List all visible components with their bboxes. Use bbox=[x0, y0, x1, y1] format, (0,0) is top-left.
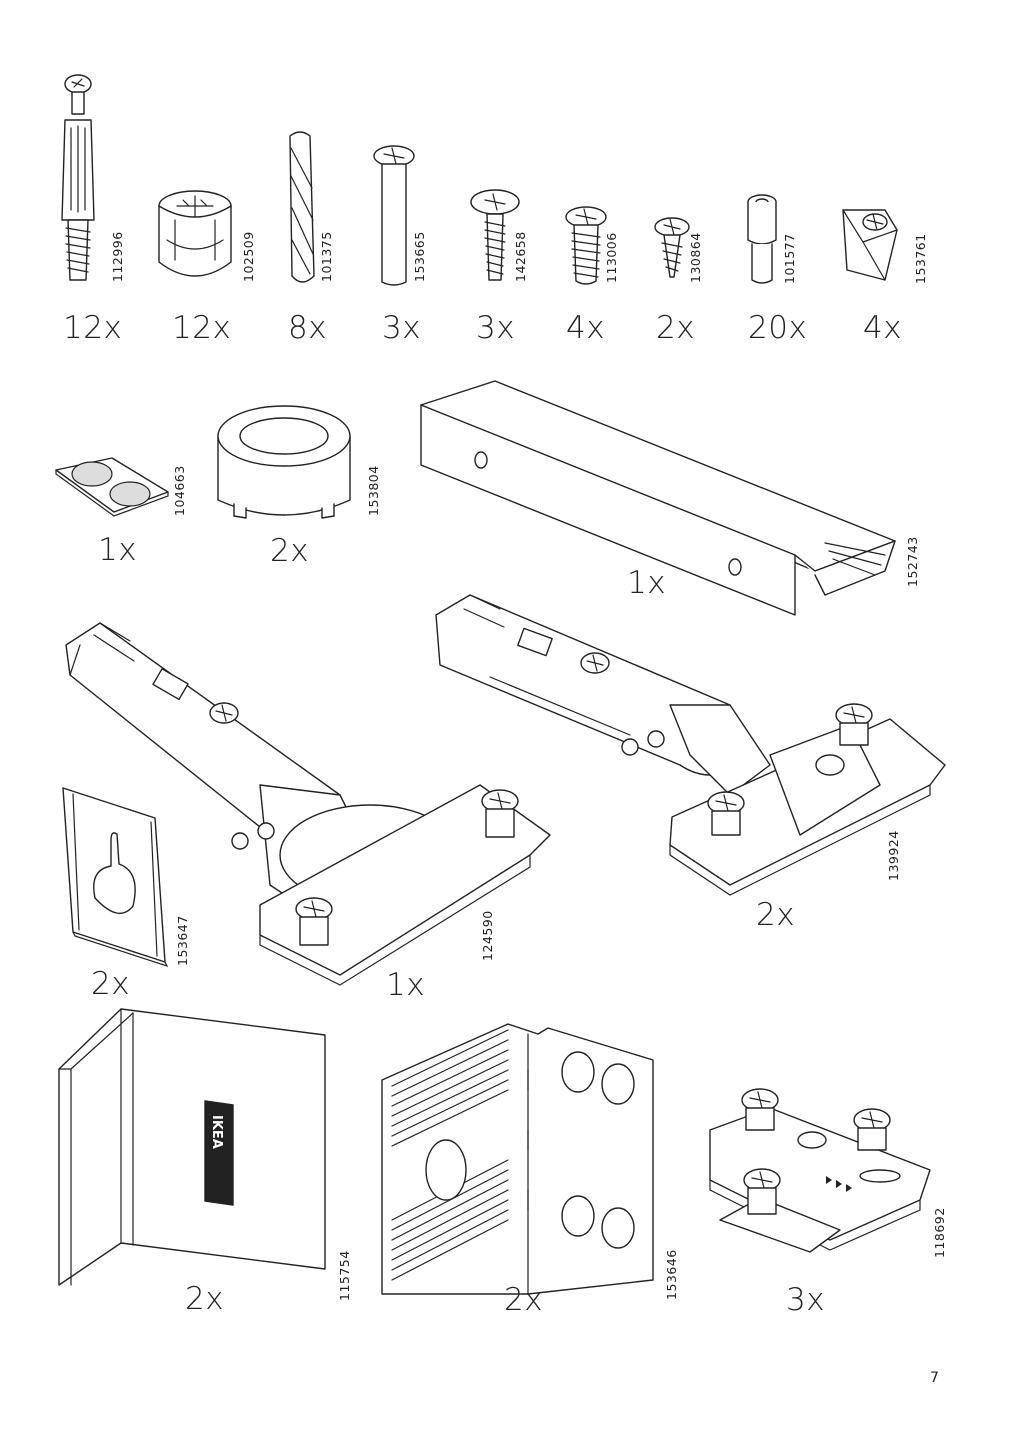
part-quantity: 2x bbox=[504, 1282, 544, 1318]
cam-lock-icon bbox=[158, 190, 232, 277]
part-code: 104663 bbox=[172, 465, 187, 516]
page-number: 7 bbox=[930, 1370, 939, 1386]
part-code: 153804 bbox=[366, 465, 381, 516]
mounting-plate-icon bbox=[709, 1088, 931, 1253]
part-quantity: 2x bbox=[270, 533, 310, 569]
part-code: 153665 bbox=[412, 231, 427, 282]
part-quantity: 3x bbox=[786, 1282, 826, 1318]
part-code: 142658 bbox=[513, 231, 528, 282]
part-code: 130864 bbox=[688, 232, 703, 283]
bumper-pads-icon bbox=[55, 457, 169, 517]
angle-bracket-icon: IKEA bbox=[58, 1008, 326, 1286]
part-code: 112996 bbox=[110, 231, 125, 282]
part-quantity: 2x bbox=[185, 1281, 225, 1317]
wooden-dowel-icon bbox=[289, 131, 315, 283]
part-code: 101577 bbox=[782, 233, 797, 284]
part-code: 139924 bbox=[886, 830, 901, 881]
part-quantity: 1x bbox=[98, 532, 138, 568]
part-code: 102509 bbox=[241, 231, 256, 282]
corner-plate-icon bbox=[381, 1023, 654, 1295]
cap-foot-icon bbox=[217, 405, 351, 519]
part-code: 101375 bbox=[319, 231, 334, 282]
part-quantity: 2x bbox=[756, 897, 796, 933]
euro-screw-icon bbox=[565, 206, 607, 285]
shelf-pin-icon bbox=[747, 194, 777, 284]
brand-logo: IKEA bbox=[209, 1115, 224, 1149]
part-code: 115754 bbox=[337, 1250, 352, 1301]
part-quantity: 4x bbox=[863, 310, 903, 346]
part-code: 152743 bbox=[905, 536, 920, 587]
part-quantity: 1x bbox=[627, 565, 667, 601]
part-quantity: 3x bbox=[476, 310, 516, 346]
part-quantity: 12x bbox=[63, 310, 123, 346]
part-code: 118692 bbox=[932, 1207, 947, 1258]
part-code: 153761 bbox=[913, 233, 928, 284]
keyhole-plate-icon bbox=[62, 787, 169, 968]
part-code: 113006 bbox=[604, 232, 619, 283]
small-screw-icon bbox=[654, 217, 690, 278]
cabinet-hinge-icon bbox=[65, 622, 551, 986]
long-screw-icon bbox=[373, 145, 415, 286]
metal-rail-icon bbox=[420, 380, 896, 616]
part-quantity: 20x bbox=[748, 310, 808, 346]
part-code: 153646 bbox=[664, 1249, 679, 1300]
part-quantity: 2x bbox=[91, 966, 131, 1002]
machine-screw-icon bbox=[470, 189, 520, 281]
part-quantity: 3x bbox=[382, 310, 422, 346]
corner-bracket-icon bbox=[842, 209, 898, 281]
part-quantity: 12x bbox=[172, 310, 232, 346]
part-quantity: 2x bbox=[656, 310, 696, 346]
part-quantity: 8x bbox=[288, 310, 328, 346]
part-quantity: 1x bbox=[386, 967, 426, 1003]
cabinet-hinge-icon bbox=[435, 594, 946, 896]
part-quantity: 4x bbox=[566, 310, 606, 346]
cam-bolt-icon bbox=[61, 74, 95, 281]
